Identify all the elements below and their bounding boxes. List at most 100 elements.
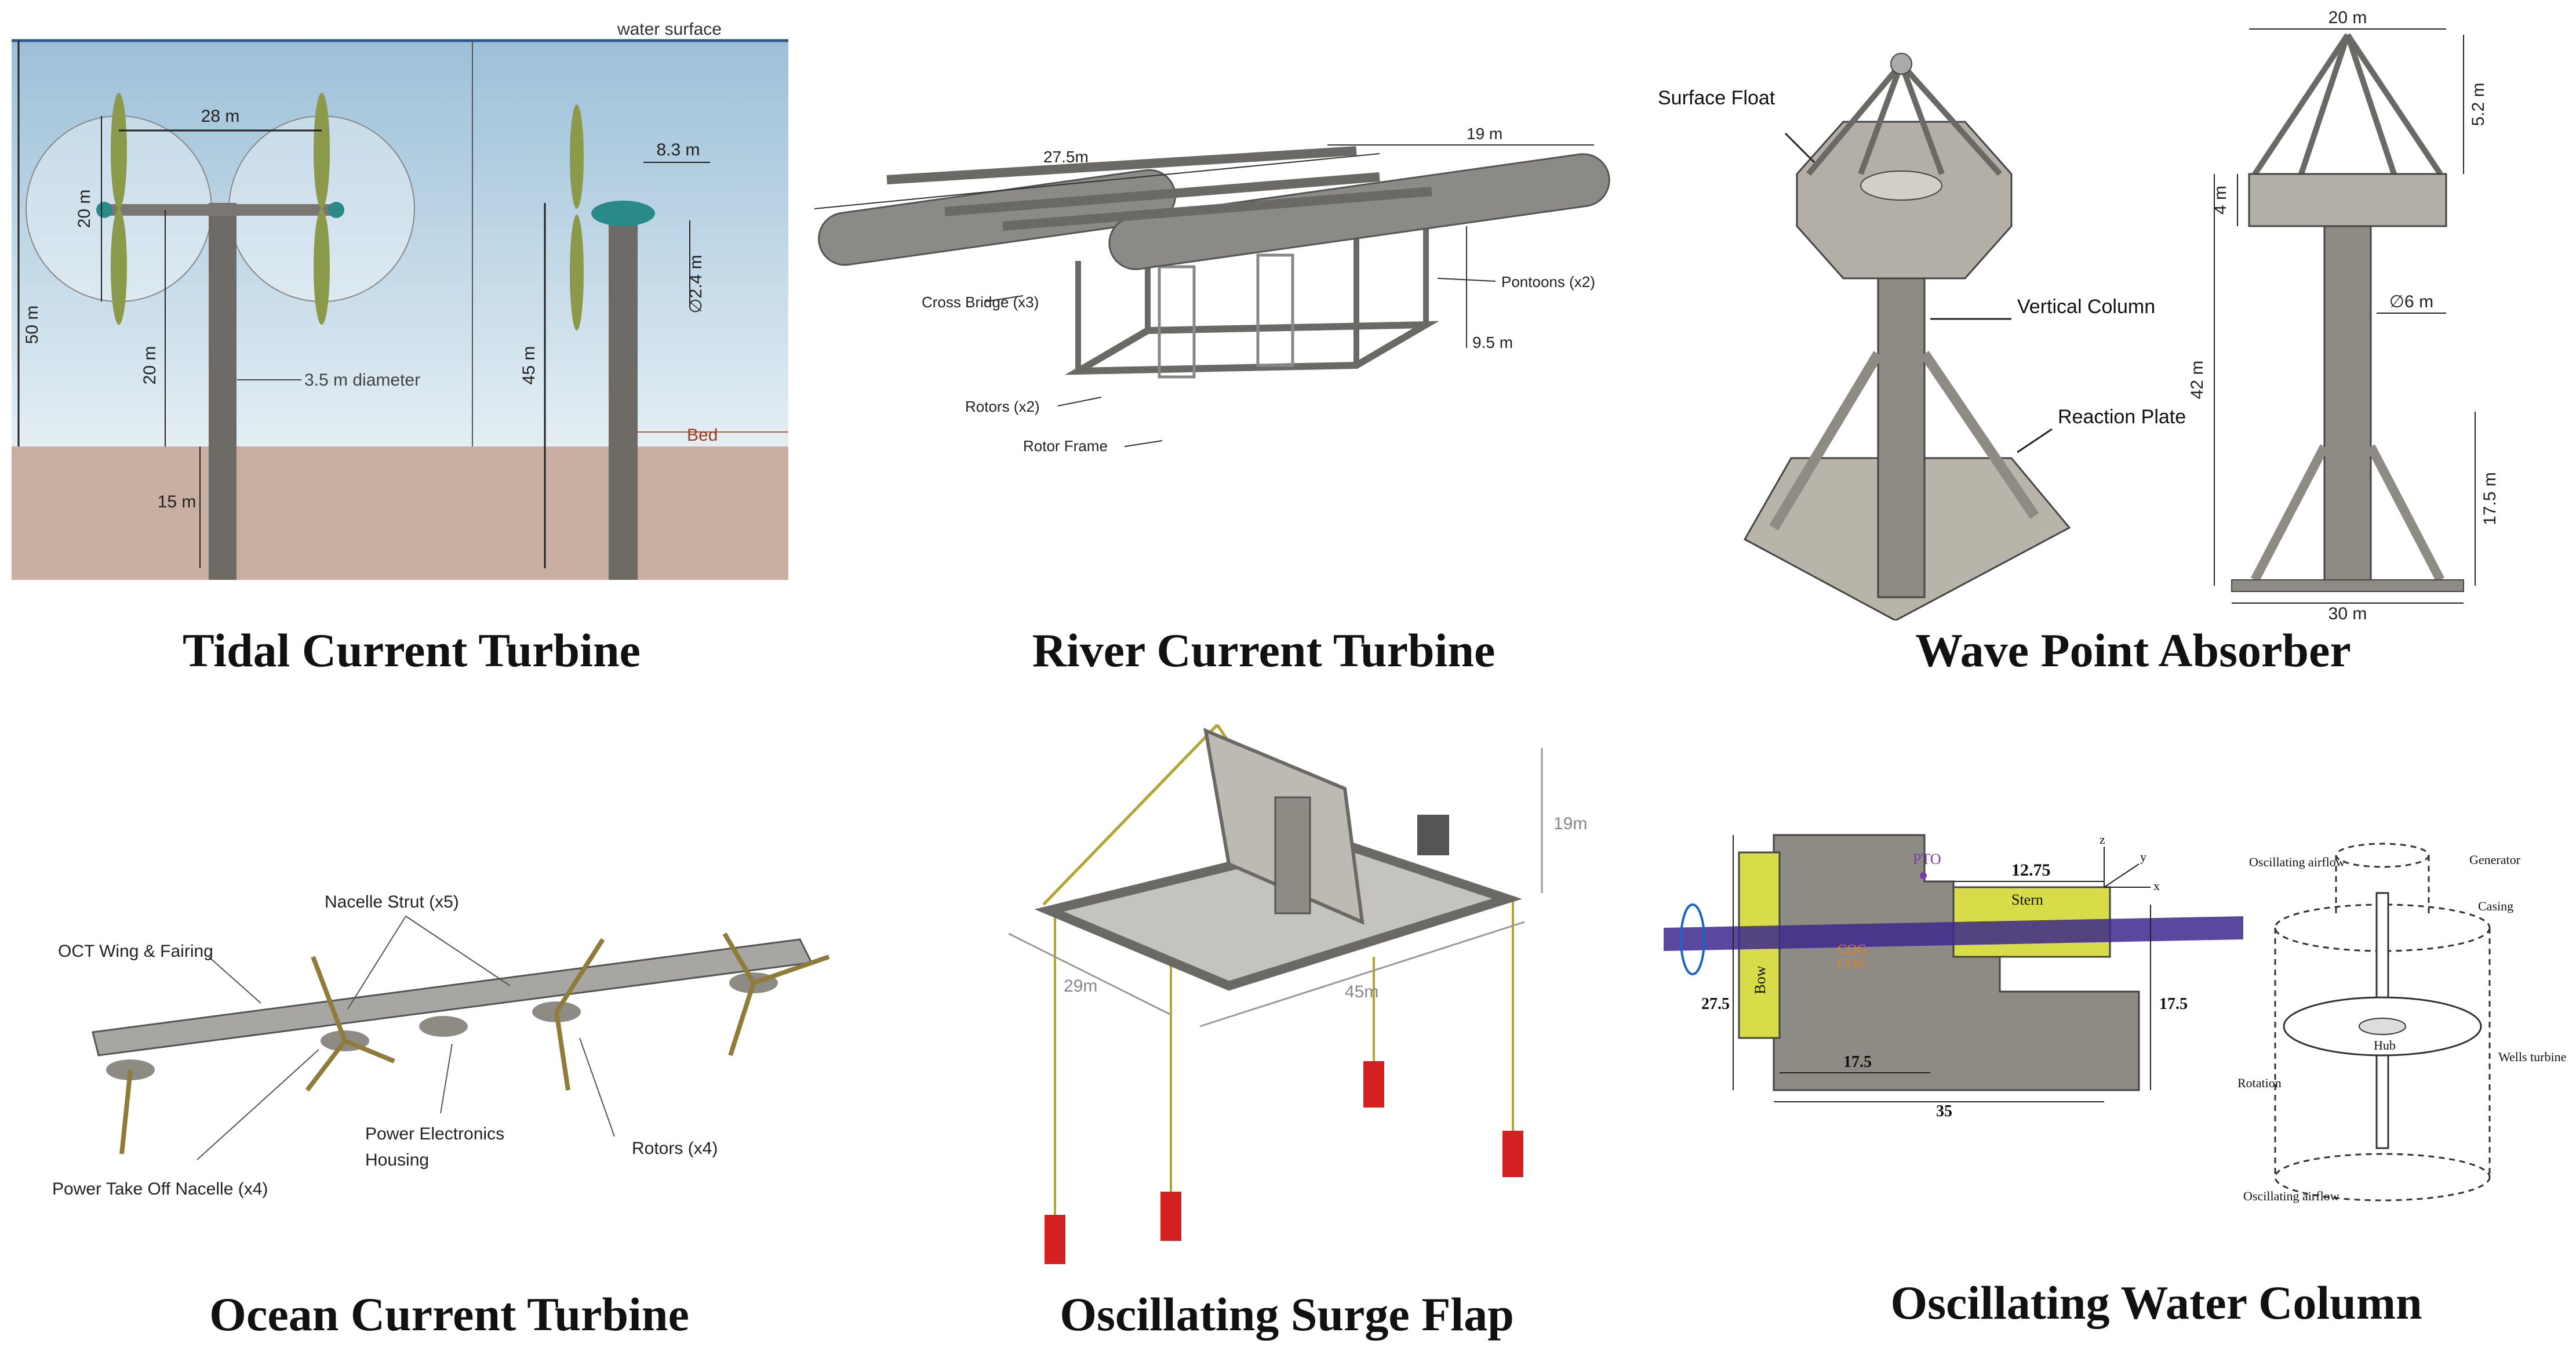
surface-float-label: Surface Float [1658, 87, 1775, 109]
generator-top [2335, 843, 2430, 868]
bed-label: Bed [687, 426, 718, 445]
dim-28m-label: 28 m [201, 107, 240, 126]
caption-wave: Wave Point Absorber [1915, 624, 2351, 677]
wave-point-absorber-panel: Surface Float Vertical Column Reaction P… [1640, 6, 2568, 620]
generator-label: Generator [2469, 852, 2521, 867]
nacelle-strut-label: Nacelle Strut (x5) [325, 892, 459, 912]
rotor-blade-4b [728, 982, 756, 1057]
diameter-label: 3.5 m diameter [304, 371, 420, 390]
leader-reaction-plate [2017, 428, 2053, 453]
ocean-diagram: Nacelle Strut (x5) OCT Wing & Fairing Po… [52, 892, 830, 1199]
oscillating-water-column-panel: PTO 12.75 Stern Bow COG COG 27.5 17.5 17… [1664, 823, 2568, 1206]
vertical-column-3d [1877, 254, 1926, 598]
caption-owc: Oscillating Water Column [1890, 1276, 2422, 1329]
pto-nacelle-label: Power Take Off Nacelle (x4) [52, 1179, 268, 1199]
hub-left [96, 202, 112, 218]
dim-8-3m-label: 8.3 m [656, 140, 700, 159]
dim-4m-label: 4 m [2211, 186, 2230, 215]
leader-pontoons [1437, 278, 1496, 282]
rotor-2 [1256, 253, 1294, 367]
dim-9-5m-label: 9.5 m [1472, 333, 1513, 351]
rotor-blade-4c [722, 932, 756, 985]
water-surface-label: water surface [617, 20, 722, 39]
oscillating-airflow-bottom-label: Oscillating airflow [2243, 1189, 2339, 1203]
blade-side-top [570, 104, 584, 209]
rotor-blade-3a [554, 938, 605, 1014]
mooring-line-1 [1042, 724, 1218, 906]
side-strut-3 [2345, 34, 2397, 175]
float-strut-3 [1898, 63, 1945, 175]
water-plane [1664, 916, 2243, 951]
caption-tidal: Tidal Current Turbine [183, 624, 641, 677]
rotor-frame-label: Rotor Frame [1023, 437, 1108, 455]
axis-z-label: z [2100, 832, 2105, 847]
rotation-label: Rotation [2237, 1076, 2282, 1090]
dim-2-4m-label: ∅2.4 m [686, 255, 705, 313]
pto-dot [1920, 872, 1927, 879]
dim-30m-label: 30 m [2328, 604, 2367, 620]
caption-river: River Current Turbine [1032, 624, 1496, 677]
dim-6m-label: ∅6 m [2389, 292, 2433, 311]
cog-label-1: COG [1838, 942, 1867, 957]
leader-cross-bridge [985, 295, 1024, 302]
float-strut-2 [1858, 63, 1904, 175]
surface-float-side [2248, 173, 2447, 227]
blade-right-top [314, 93, 330, 209]
dim-20m-rotor-label: 20 m [75, 190, 94, 228]
cross-bridge-label: Cross Bridge (x3) [922, 293, 1039, 311]
blade-side-bottom [570, 215, 584, 331]
water-region [12, 41, 788, 447]
cross-bridge-1 [886, 146, 1357, 184]
wells-turbine-label: Wells turbine [2498, 1050, 2566, 1064]
dim-29m-label: 29m [1064, 977, 1097, 996]
blade-left-bottom [111, 209, 127, 325]
dim-27-5-label: 27.5 [1701, 995, 1730, 1013]
ocean-current-turbine-panel: Nacelle Strut (x5) OCT Wing & Fairing Po… [35, 870, 858, 1229]
leader-nacelle-strut-2 [347, 916, 406, 1010]
rotor-blade-2a [311, 956, 347, 1042]
pto-box [1417, 815, 1449, 855]
tidal-crossbeam [104, 204, 336, 216]
dim-19m-label: 19 m [1467, 125, 1502, 143]
dim-27-5m-label: 27.5m [1043, 148, 1089, 166]
dim-20m-label: 20 m [2328, 8, 2367, 27]
column-side [2323, 225, 2372, 587]
dim-42m-label: 42 m [2188, 361, 2207, 400]
rotor-blade-2b [344, 1039, 395, 1063]
dim-27-5m-line [814, 153, 1380, 209]
rotation-arrow [1680, 903, 1705, 975]
caption-flap: Oscillating Surge Flap [1060, 1288, 1514, 1341]
cross-bridge-2 [944, 172, 1380, 216]
stern-label: Stern [2011, 891, 2043, 908]
dim-12-75-label: 12.75 [2011, 861, 2051, 880]
flap-support [1274, 796, 1311, 914]
anchor-weight-2 [1160, 1192, 1181, 1241]
dim-45m-label: 45m [1345, 982, 1378, 1001]
anchor-weight-1 [1045, 1215, 1065, 1264]
cross-bridge-3 [1002, 187, 1432, 231]
dim-19m-label: 19m [1553, 814, 1587, 833]
reaction-plate-side [2231, 579, 2464, 592]
side-strut-4 [2345, 33, 2443, 176]
float-strut-4 [1899, 61, 2002, 176]
blade-right-bottom [314, 209, 330, 325]
blade-left-top [111, 93, 127, 209]
leader-rotors [579, 1037, 615, 1137]
casing-bottom [2274, 1153, 2491, 1201]
rotor-blade-3b [554, 1011, 570, 1091]
side-strut-1 [2252, 33, 2351, 176]
power-electronics-housing [419, 1016, 468, 1037]
leader-rotors [1057, 397, 1102, 406]
dim-35-label: 35 [1936, 1102, 1952, 1120]
brace-1 [1769, 351, 1883, 531]
hub-label: Hub [2374, 1038, 2396, 1052]
dim-17-5-bottom-label: 17.5 [1843, 1053, 1872, 1071]
side-brace-2 [2366, 444, 2445, 582]
power-electronics-label: Power Electronics [365, 1124, 504, 1144]
axis-y-label: y [2140, 850, 2146, 864]
tidal-tower-right [609, 215, 638, 580]
anchor-weight-4 [1502, 1131, 1523, 1177]
leader-surface-float [1784, 132, 1815, 164]
rotors-label: Rotors (x4) [632, 1139, 718, 1158]
hub-disk [2359, 1018, 2406, 1035]
